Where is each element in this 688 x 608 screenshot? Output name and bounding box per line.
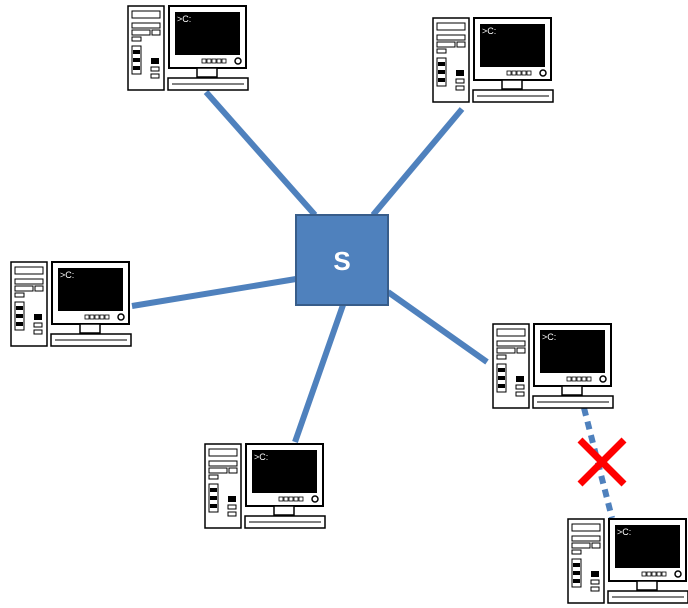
screen-prompt: >C:: [60, 270, 74, 280]
screen-prompt: >C:: [542, 332, 556, 342]
computer-top-left: >C:: [127, 5, 249, 91]
link-failure-x-icon: [577, 437, 627, 487]
computer-bottom-right: >C:: [567, 518, 688, 604]
switch-box: [295, 214, 389, 306]
screen-prompt: >C:: [617, 527, 631, 537]
screen-prompt: >C:: [254, 452, 268, 462]
computer-left: >C:: [10, 261, 132, 347]
link-top-right: [370, 107, 465, 217]
switch-label: S: [333, 246, 350, 276]
link-bottom: [292, 304, 346, 443]
computer-top-right: >C:: [432, 17, 554, 103]
switch: S: [295, 214, 389, 306]
screen-prompt: >C:: [177, 14, 191, 24]
computer-bottom: >C:: [204, 443, 326, 529]
link-left: [131, 276, 297, 309]
screen-prompt: >C:: [482, 26, 496, 36]
link-right: [386, 289, 489, 365]
link-top-left: [203, 90, 318, 217]
computer-right: >C:: [492, 323, 614, 409]
